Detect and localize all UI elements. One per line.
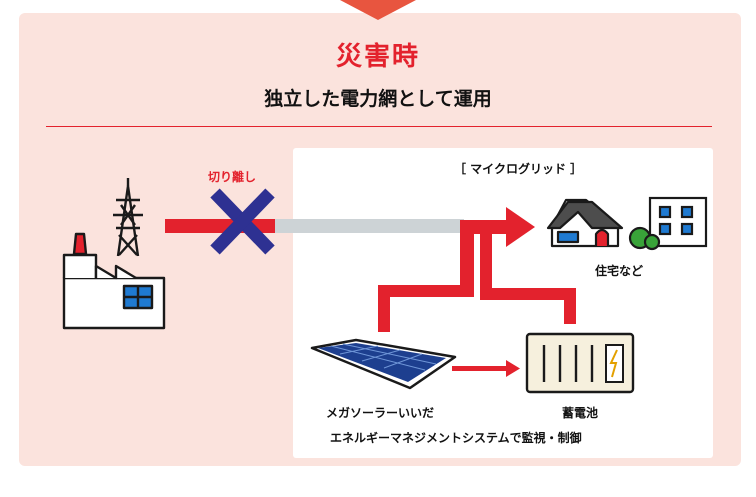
solar-panel-icon <box>310 338 457 390</box>
page-title: 災害時 <box>335 42 420 72</box>
microgrid-label: ［ マイクログリッド ］ <box>454 162 583 176</box>
building-icon <box>628 196 708 251</box>
disconnect-label: 切り離し <box>208 170 257 184</box>
cutoff-line <box>260 219 464 233</box>
top-chevron-icon <box>340 0 416 20</box>
microgrid-power-flow <box>378 207 576 332</box>
ems-label: エネルギーマネジメントシステムで監視・制御 <box>330 431 582 445</box>
power-plant-icon <box>62 232 166 330</box>
house-icon <box>546 198 624 248</box>
title-divider <box>46 126 712 127</box>
transmission-tower-icon <box>113 178 143 257</box>
solar-to-battery-arrow <box>452 360 520 377</box>
disconnect-cross-icon <box>210 188 275 255</box>
battery-label: 蓄電池 <box>562 406 599 420</box>
page-subtitle: 独立した電力網として運用 <box>264 88 492 110</box>
solar-label: メガソーラーいいだ <box>326 406 435 420</box>
microgrid-area <box>293 148 713 458</box>
battery-icon <box>525 332 635 394</box>
houses-label: 住宅など <box>595 264 644 278</box>
